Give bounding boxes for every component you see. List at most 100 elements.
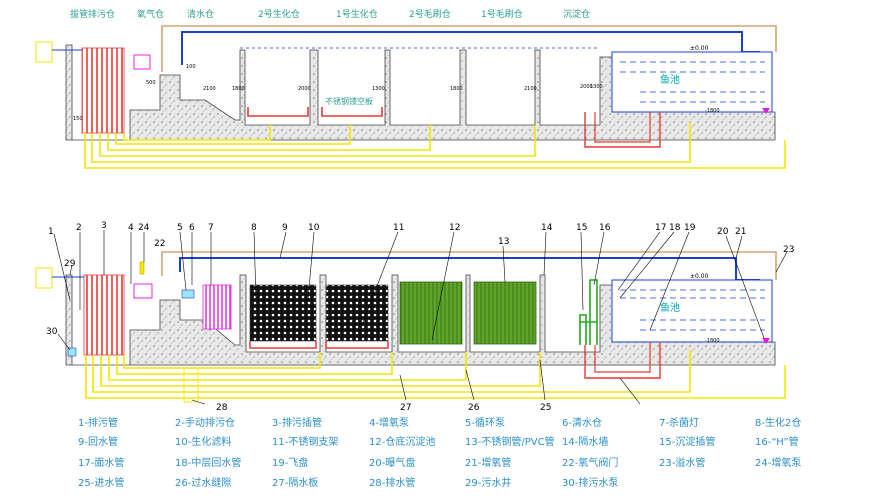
legend-item: 24-增氧泵 bbox=[755, 456, 801, 469]
legend-item: 15-沉淀插管 bbox=[659, 435, 715, 448]
svg-text:2000: 2000 bbox=[580, 84, 593, 90]
top-yellow-pipes bbox=[84, 122, 786, 169]
legend-item: 18-中层回水管 bbox=[175, 456, 241, 469]
svg-text:26: 26 bbox=[468, 403, 480, 413]
tank-label-brush1: 1号毛刷仓 bbox=[481, 8, 523, 20]
legend-item: 8-生化2仓 bbox=[755, 416, 801, 429]
svg-text:3: 3 bbox=[101, 221, 107, 231]
top-red-pipe-2 bbox=[594, 112, 651, 143]
legend-item: 7-杀菌灯 bbox=[659, 416, 699, 429]
bottom-fish-pond-label: 鱼池 bbox=[660, 301, 680, 314]
bottom-oxygen-box bbox=[133, 283, 153, 299]
legend-item: 9-回水管 bbox=[78, 435, 118, 448]
bottom-section: 鱼池 ±0.00 -1800 bbox=[35, 108, 794, 413]
bottom-h-pipe bbox=[579, 279, 598, 345]
top-bio-frame-right bbox=[321, 107, 383, 117]
svg-text:500: 500 bbox=[146, 80, 156, 86]
svg-text:1300: 1300 bbox=[372, 86, 385, 92]
legend-item: 23-溢水管 bbox=[659, 456, 705, 469]
svg-text:21: 21 bbox=[735, 227, 746, 237]
top-fish-pond bbox=[611, 51, 773, 113]
top-gravel-base bbox=[65, 44, 776, 141]
svg-text:18: 18 bbox=[669, 223, 681, 233]
svg-text:2: 2 bbox=[76, 223, 82, 233]
svg-text:24: 24 bbox=[138, 223, 150, 233]
legend-item: 14-隔水墙 bbox=[562, 435, 608, 448]
legend-item: 10-生化滤料 bbox=[175, 435, 231, 448]
callout-leaders bbox=[53, 230, 788, 405]
bottom-red-pipe bbox=[584, 342, 661, 379]
legend-item: 6-清水仓 bbox=[562, 416, 602, 429]
legend-item: 30-排污水泵 bbox=[562, 476, 618, 489]
legend-item: 5-循环泵 bbox=[465, 416, 505, 429]
svg-text:10: 10 bbox=[308, 223, 320, 233]
svg-text:12: 12 bbox=[449, 223, 460, 233]
top-red-pipe bbox=[584, 112, 661, 148]
svg-text:28: 28 bbox=[216, 403, 228, 413]
svg-text:30: 30 bbox=[46, 327, 58, 337]
top-brown-pipe bbox=[161, 25, 777, 72]
bottom-circulation-pump bbox=[181, 289, 195, 299]
tank-label-clear-water: 清水仓 bbox=[187, 8, 214, 20]
legend-item: 13-不锈钢管/PVC管 bbox=[465, 435, 555, 448]
legend-item: 26-过水缝隙 bbox=[175, 476, 231, 489]
svg-text:2100: 2100 bbox=[203, 86, 216, 92]
legend-item: 12-仓底沉淀池 bbox=[369, 435, 435, 448]
legend-item: 19-飞盘 bbox=[272, 456, 308, 469]
top-level-bottom: -1800 bbox=[705, 108, 720, 114]
legend-item: 11-不锈钢支架 bbox=[272, 435, 338, 448]
tank-label-bio2: 2号生化仓 bbox=[258, 8, 300, 20]
bottom-uv-lamp bbox=[202, 284, 232, 330]
svg-text:7: 7 bbox=[208, 223, 214, 233]
svg-text:4: 4 bbox=[128, 223, 134, 233]
bottom-red-pipe-2 bbox=[594, 342, 651, 373]
bottom-drain-well bbox=[183, 367, 199, 403]
bottom-brush-media-2 bbox=[399, 281, 463, 345]
legend-item: 1-排污管 bbox=[78, 416, 118, 429]
top-dimensions: 500 100 2100 1800 2000 1300 1800 2100 20… bbox=[73, 64, 603, 122]
bottom-sump-pump bbox=[67, 347, 77, 357]
legend-item: 20-曝气盘 bbox=[369, 456, 415, 469]
legend-item: 25-进水管 bbox=[78, 476, 124, 489]
svg-text:22: 22 bbox=[154, 239, 165, 249]
bottom-oxygen-valve bbox=[139, 261, 145, 275]
svg-text:1800: 1800 bbox=[450, 86, 463, 92]
svg-text:1800: 1800 bbox=[232, 86, 245, 92]
svg-text:2000: 2000 bbox=[298, 86, 311, 92]
legend-item: 27-隔水板 bbox=[272, 476, 318, 489]
legend-item: 4-增氧泵 bbox=[369, 416, 409, 429]
svg-text:1: 1 bbox=[48, 227, 54, 237]
bottom-bio-frame-left bbox=[249, 341, 317, 349]
bottom-bio-media-1 bbox=[325, 284, 389, 342]
svg-text:25: 25 bbox=[540, 403, 551, 413]
legend-item: 2-手动排污仓 bbox=[175, 416, 235, 429]
legend-item: 28-排水管 bbox=[369, 476, 415, 489]
bottom-level-zero: ±0.00 bbox=[690, 273, 709, 280]
top-fish-pond-label: 鱼池 bbox=[660, 73, 680, 86]
top-control-box bbox=[35, 41, 53, 63]
svg-text:17: 17 bbox=[655, 223, 666, 233]
svg-text:27: 27 bbox=[400, 403, 411, 413]
svg-text:100: 100 bbox=[186, 64, 196, 70]
bottom-level-bottom: -1800 bbox=[705, 338, 720, 344]
bottom-brush-media-1 bbox=[473, 281, 537, 345]
svg-text:13: 13 bbox=[498, 237, 509, 247]
top-sewage-tubes bbox=[81, 47, 125, 134]
legend-item: 29-污水井 bbox=[465, 476, 511, 489]
bottom-control-box bbox=[35, 267, 53, 289]
tank-label-brush2: 2号毛刷仓 bbox=[409, 8, 451, 20]
bottom-brown-pipe bbox=[161, 251, 777, 280]
svg-text:23: 23 bbox=[783, 245, 794, 255]
tank-label-sediment: 沉淀仓 bbox=[563, 8, 590, 20]
bottom-bio-frame-right bbox=[325, 341, 389, 349]
bottom-bio-media-2 bbox=[249, 284, 317, 342]
svg-text:29: 29 bbox=[64, 259, 76, 269]
svg-text:14: 14 bbox=[541, 223, 553, 233]
svg-text:15: 15 bbox=[576, 223, 587, 233]
legend-item: 17-面水管 bbox=[78, 456, 124, 469]
svg-text:5: 5 bbox=[177, 223, 183, 233]
legend-item: 3-排污插管 bbox=[272, 416, 322, 429]
svg-text:1300: 1300 bbox=[590, 84, 603, 90]
bottom-yellow-pipes bbox=[85, 350, 786, 399]
stainless-plate-label: 不锈钢镂空板 bbox=[325, 96, 373, 106]
